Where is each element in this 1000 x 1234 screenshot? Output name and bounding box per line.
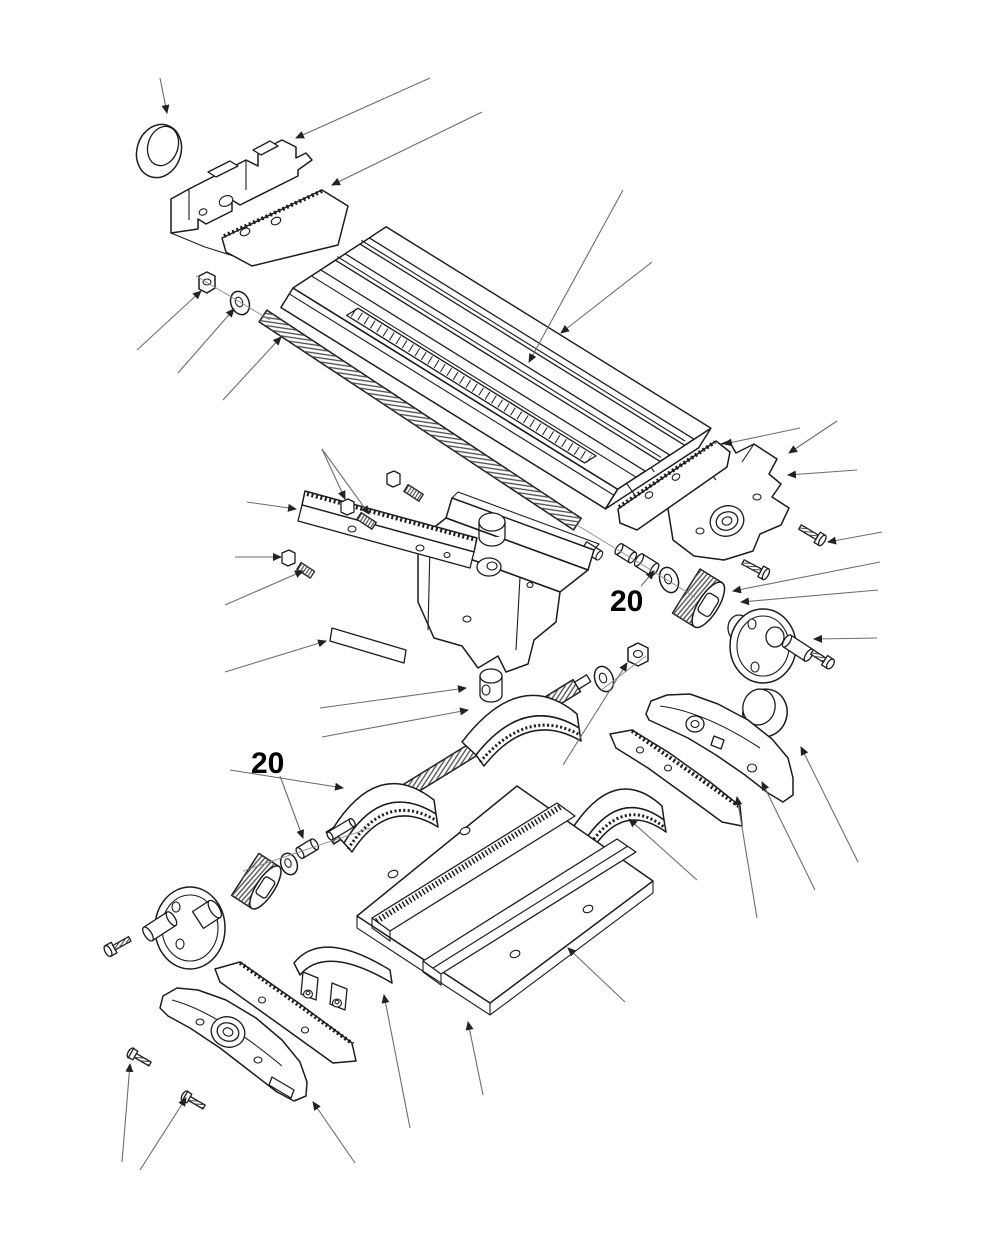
part-number-callout: 20 — [610, 585, 643, 618]
saddle-casting-icon — [297, 490, 600, 703]
gib-strip-right-icon — [617, 440, 731, 531]
spacer-bushing-icon — [295, 838, 320, 859]
base-table-icon — [356, 785, 654, 1016]
graduated-dial-icon — [230, 852, 282, 910]
nut-boss-icon — [478, 512, 506, 547]
washer-icon — [658, 566, 680, 594]
washer-icon — [279, 852, 299, 876]
hex-nut-icon — [627, 642, 649, 667]
gib-screw-set-icon — [281, 470, 424, 579]
gib-strip-top-icon — [221, 189, 349, 267]
lower-boss-icon — [479, 668, 503, 703]
washer-icon — [593, 665, 615, 693]
arch-cover-icon — [569, 788, 667, 854]
arch-cover-icon — [331, 783, 439, 853]
graduated-dial-icon — [671, 568, 726, 629]
gib-strip-bottom-icon — [214, 961, 357, 1064]
handle-bolt-icon — [103, 936, 132, 958]
handwheel-icon — [142, 886, 226, 970]
washer-icon — [229, 290, 251, 316]
nut-bracket-icon — [293, 946, 393, 1011]
part-number-callout: 20 — [251, 747, 284, 780]
arch-cover-icon — [461, 694, 582, 767]
spacer-bushing-icon — [614, 543, 638, 564]
handle-bolt-icon — [809, 649, 836, 670]
cap-knob-icon — [135, 123, 183, 179]
handwheel-icon — [727, 608, 836, 684]
bracket-screw-icon — [126, 1047, 152, 1067]
handle-icon — [142, 911, 178, 942]
leader-lines — [121, 77, 883, 1171]
t-slot-table-icon — [280, 226, 712, 510]
left-end-support-icon — [159, 987, 308, 1102]
right-end-support-icon — [645, 693, 794, 803]
left-end-bracket-icon — [170, 139, 313, 259]
handle-icon — [781, 634, 815, 662]
bracket-screw-icon — [741, 559, 771, 581]
gib-strip-lower-right-icon — [609, 729, 743, 827]
spacer-rod-icon — [326, 817, 356, 841]
bracket-screw-icon — [798, 524, 827, 547]
right-bearing-bracket-icon — [667, 440, 790, 561]
spacer-bushing-icon — [633, 553, 660, 577]
